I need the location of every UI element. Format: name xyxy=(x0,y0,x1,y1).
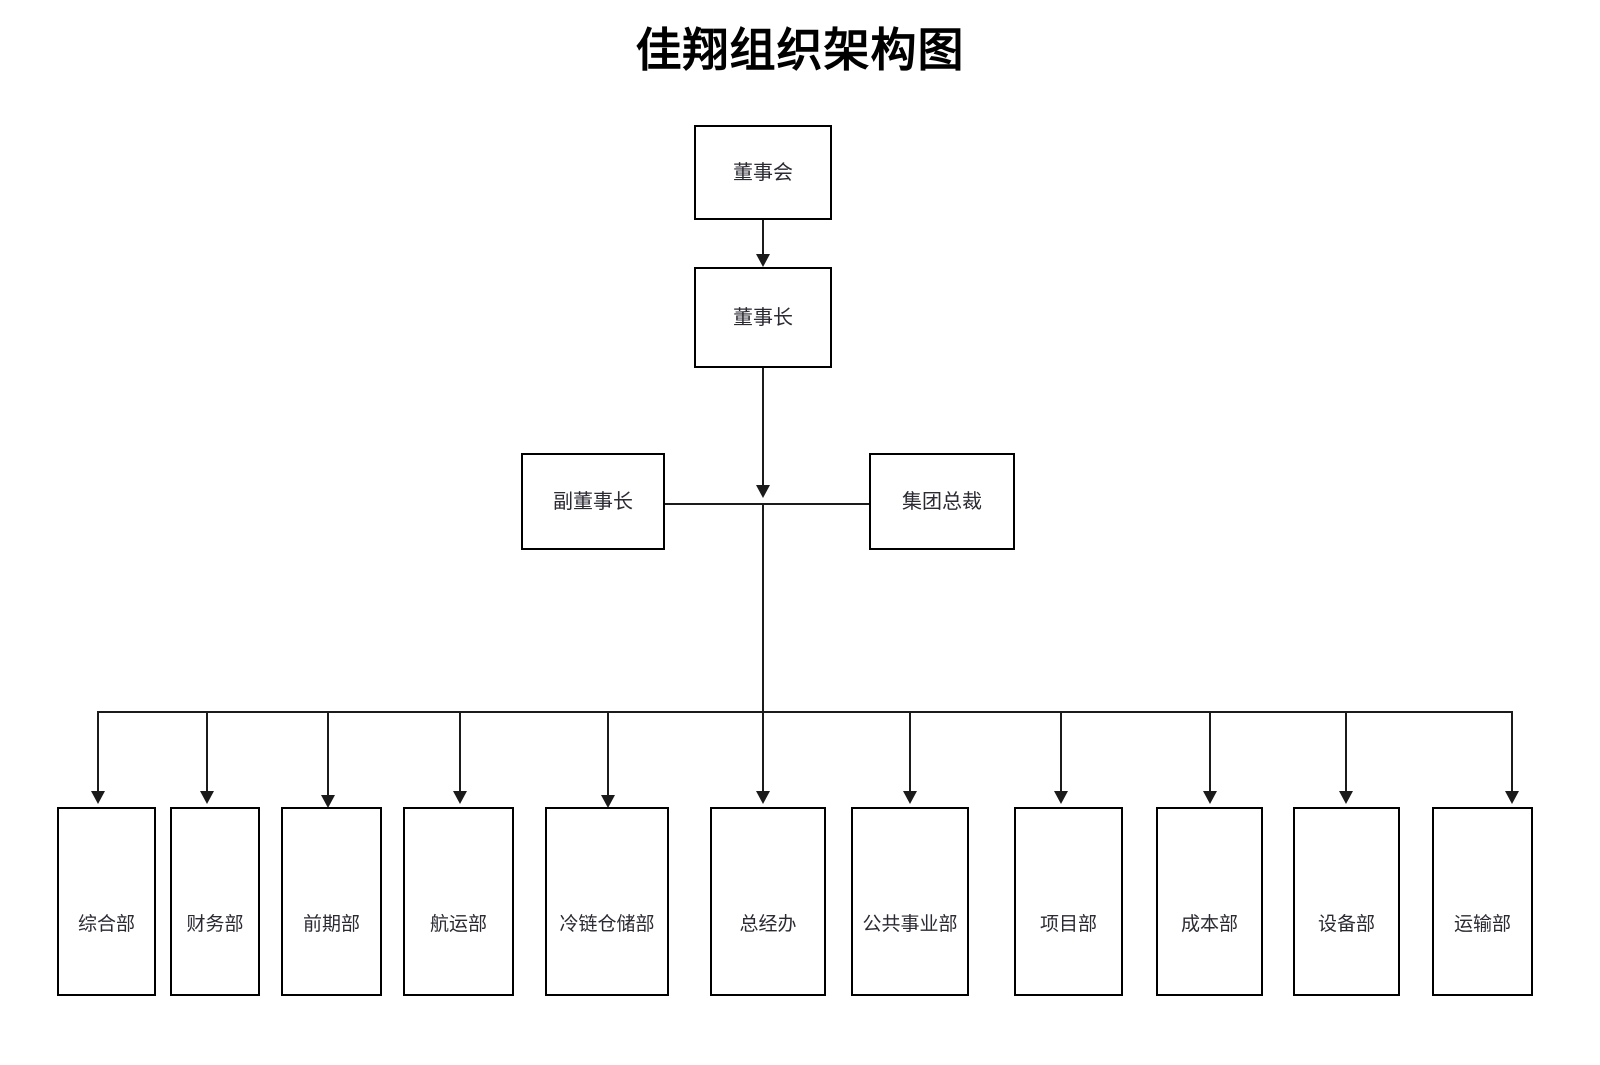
arrowhead-dept-9 xyxy=(1203,791,1217,804)
node-department-1[interactable]: 综合部 xyxy=(57,807,156,996)
edge-board-to-chairman xyxy=(762,220,764,257)
edge-drop-10 xyxy=(1345,711,1347,795)
node-department-2-label: 财务部 xyxy=(186,914,244,935)
node-board[interactable]: 董事会 xyxy=(694,125,832,220)
edge-drop-3 xyxy=(327,711,329,801)
node-department-8[interactable]: 项目部 xyxy=(1014,807,1123,996)
edge-drop-1 xyxy=(97,711,99,795)
arrowhead-dept-10 xyxy=(1339,791,1353,804)
node-department-6-label: 总经办 xyxy=(739,914,797,935)
node-department-5-label: 冷链仓储部 xyxy=(559,914,655,935)
edge-drop-2 xyxy=(206,711,208,795)
edge-spine-to-bus xyxy=(762,503,764,713)
node-department-7-label: 公共事业部 xyxy=(862,914,958,935)
arrowhead-dept-3 xyxy=(321,795,335,808)
edge-drop-6 xyxy=(762,711,764,795)
edge-rail-left xyxy=(665,503,764,505)
node-department-1-label: 综合部 xyxy=(77,914,135,935)
node-department-9-label: 成本部 xyxy=(1180,914,1238,935)
arrowhead-dept-6 xyxy=(756,791,770,804)
node-chairman[interactable]: 董事长 xyxy=(694,267,832,368)
edge-drop-11 xyxy=(1511,711,1513,795)
node-department-2[interactable]: 财务部 xyxy=(170,807,260,996)
page-title: 佳翔组织架构图 xyxy=(635,25,965,76)
node-group-president-label: 集团总裁 xyxy=(902,490,982,513)
node-vice-chairman[interactable]: 副董事长 xyxy=(521,453,665,550)
arrowhead-dept-4 xyxy=(453,791,467,804)
node-department-3-label: 前期部 xyxy=(302,914,360,935)
node-chairman-label: 董事长 xyxy=(733,306,793,329)
node-board-label: 董事会 xyxy=(733,161,793,184)
node-department-10-label: 设备部 xyxy=(1317,914,1375,935)
arrowhead-dept-11 xyxy=(1505,791,1519,804)
arrowhead-dept-2 xyxy=(200,791,214,804)
arrowhead-junction xyxy=(756,485,770,498)
node-department-5[interactable]: 冷链仓储部 xyxy=(545,807,669,996)
node-department-9[interactable]: 成本部 xyxy=(1156,807,1263,996)
arrowhead-dept-5 xyxy=(601,795,615,808)
node-vice-chairman-label: 副董事长 xyxy=(553,490,633,513)
arrowhead-chairman xyxy=(756,254,770,267)
edge-drop-8 xyxy=(1060,711,1062,795)
node-department-8-label: 项目部 xyxy=(1039,914,1097,935)
edge-drop-7 xyxy=(909,711,911,795)
edge-drop-5 xyxy=(607,711,609,801)
edge-department-bus xyxy=(97,711,1513,713)
node-department-4-label: 航运部 xyxy=(429,914,487,935)
node-department-6[interactable]: 总经办 xyxy=(710,807,826,996)
arrowhead-dept-7 xyxy=(903,791,917,804)
node-department-4[interactable]: 航运部 xyxy=(403,807,514,996)
node-department-7[interactable]: 公共事业部 xyxy=(851,807,969,996)
edge-chairman-spine xyxy=(762,368,764,487)
arrowhead-dept-1 xyxy=(91,791,105,804)
node-department-11[interactable]: 运输部 xyxy=(1432,807,1533,996)
edge-drop-9 xyxy=(1209,711,1211,795)
edge-drop-4 xyxy=(459,711,461,795)
node-department-10[interactable]: 设备部 xyxy=(1293,807,1400,996)
node-department-3[interactable]: 前期部 xyxy=(281,807,382,996)
arrowhead-dept-8 xyxy=(1054,791,1068,804)
node-department-11-label: 运输部 xyxy=(1453,914,1511,935)
node-group-president[interactable]: 集团总裁 xyxy=(869,453,1015,550)
edge-rail-right xyxy=(762,503,871,505)
